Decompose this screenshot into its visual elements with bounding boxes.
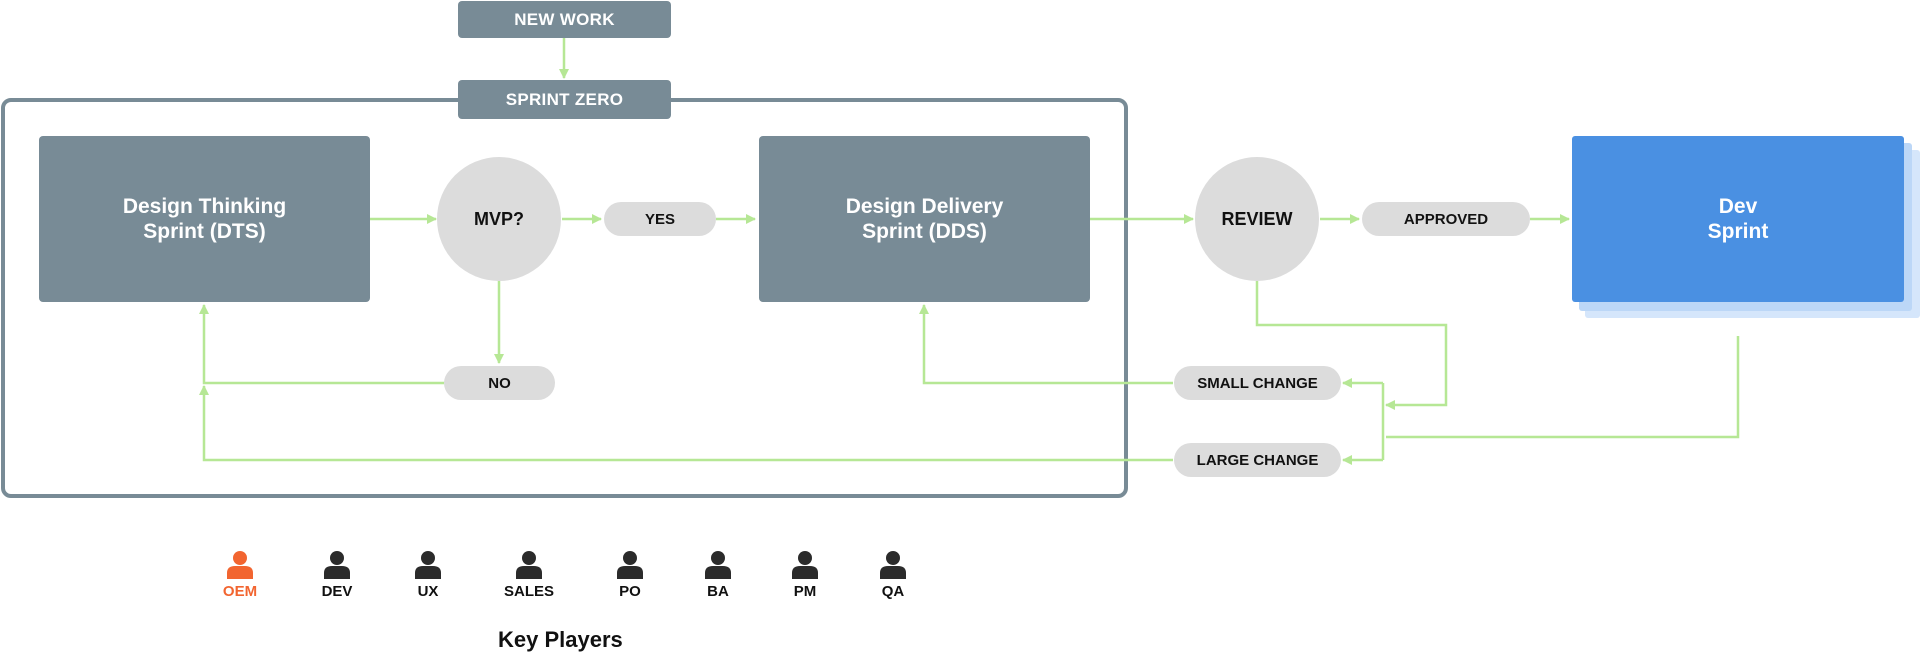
player-ux: UX: [388, 551, 468, 600]
large-change-label: LARGE CHANGE: [1174, 443, 1341, 477]
approved-label: APPROVED: [1362, 202, 1530, 236]
player-po: PO: [590, 551, 670, 600]
person-icon: [227, 551, 253, 579]
person-icon: [516, 551, 542, 579]
yes-branch-label: YES: [604, 202, 716, 236]
mvp-decision-node: MVP?: [437, 157, 561, 281]
person-icon: [792, 551, 818, 579]
player-oem: OEM: [200, 551, 280, 600]
connector-small-to-dds: [919, 304, 1173, 385]
sprint-zero-label: SPRINT ZERO: [458, 80, 671, 119]
design-thinking-sprint-node: Design Thinking Sprint (DTS): [39, 136, 370, 302]
design-delivery-sprint-node: Design Delivery Sprint (DDS): [759, 136, 1090, 302]
person-icon: [880, 551, 906, 579]
connector-large-to-dts: [199, 385, 1173, 462]
person-icon: [617, 551, 643, 579]
player-sales: SALES: [489, 551, 569, 600]
person-icon: [705, 551, 731, 579]
player-dev: DEV: [297, 551, 377, 600]
key-players-title: Key Players: [498, 627, 623, 652]
connector-review-feedback: [1255, 281, 1448, 410]
player-label: QA: [881, 583, 905, 600]
new-work-node: NEW WORK: [458, 1, 671, 38]
small-change-label: SMALL CHANGE: [1174, 366, 1341, 400]
person-icon: [324, 551, 350, 579]
player-label: OEM: [222, 583, 258, 600]
player-pm: PM: [765, 551, 845, 600]
player-label: PM: [793, 583, 817, 600]
player-label: SALES: [503, 583, 554, 600]
dev-sprint-node: Dev Sprint: [1572, 136, 1904, 302]
person-icon: [415, 551, 441, 579]
no-branch-label: NO: [444, 366, 555, 400]
player-label: BA: [707, 583, 729, 600]
player-label: DEV: [321, 583, 353, 600]
connector-dev-feedback: [1386, 336, 1740, 439]
review-decision-node: REVIEW: [1195, 157, 1319, 281]
connector-no-to-dts: [199, 304, 444, 385]
player-label: UX: [417, 583, 439, 600]
player-label: PO: [619, 583, 641, 600]
player-ba: BA: [678, 551, 758, 600]
player-qa: QA: [853, 551, 933, 600]
